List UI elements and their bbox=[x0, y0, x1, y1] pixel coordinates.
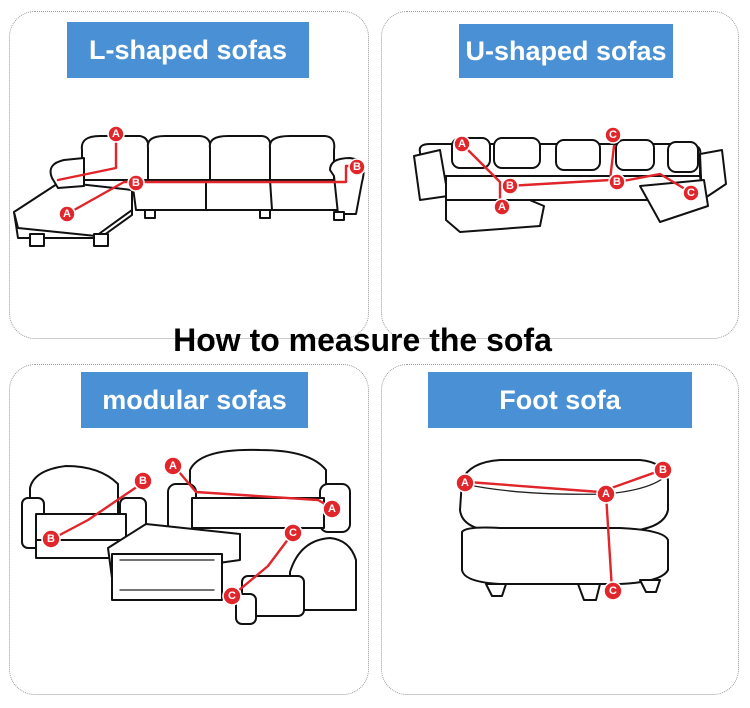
svg-text:B: B bbox=[506, 180, 514, 192]
svg-text:C: C bbox=[228, 590, 236, 602]
svg-text:C: C bbox=[289, 527, 297, 539]
marker-b-left: B bbox=[501, 177, 519, 195]
svg-text:C: C bbox=[609, 585, 617, 597]
svg-text:B: B bbox=[139, 475, 147, 487]
marker-b-seat: B bbox=[127, 174, 145, 192]
marker-a-right: A bbox=[322, 499, 342, 519]
marker-a-back: A bbox=[453, 135, 471, 153]
svg-text:A: A bbox=[602, 488, 610, 500]
svg-text:A: A bbox=[169, 460, 177, 472]
marker-b-arm: B bbox=[348, 158, 366, 176]
svg-text:B: B bbox=[353, 161, 361, 173]
marker-c-top: C bbox=[283, 523, 303, 543]
svg-text:A: A bbox=[112, 128, 120, 140]
marker-c: C bbox=[603, 581, 623, 601]
u-shaped-title: U-shaped sofas bbox=[459, 24, 673, 78]
svg-text:A: A bbox=[328, 503, 336, 515]
svg-text:A: A bbox=[458, 138, 466, 150]
l-shaped-title: L-shaped sofas bbox=[67, 22, 309, 78]
svg-text:A: A bbox=[63, 208, 71, 220]
svg-text:B: B bbox=[132, 177, 140, 189]
svg-text:B: B bbox=[47, 533, 55, 545]
svg-text:C: C bbox=[687, 187, 695, 199]
marker-c-top: C bbox=[604, 126, 622, 144]
main-title: How to measure the sofa bbox=[173, 322, 552, 358]
marker-b-right: B bbox=[608, 173, 626, 191]
svg-text:A: A bbox=[461, 477, 469, 489]
modular-title: modular sofas bbox=[81, 372, 308, 428]
svg-text:A: A bbox=[498, 201, 506, 213]
svg-text:B: B bbox=[659, 464, 667, 476]
marker-c-bottom: C bbox=[222, 586, 242, 606]
marker-c-right: C bbox=[682, 184, 700, 202]
svg-text:B: B bbox=[613, 176, 621, 188]
marker-a-chaise: A bbox=[493, 198, 511, 216]
marker-a-chaise: A bbox=[58, 205, 76, 223]
marker-a-top: A bbox=[107, 125, 125, 143]
marker-b-bottom: B bbox=[41, 529, 61, 549]
marker-b: B bbox=[653, 460, 673, 480]
marker-b-top: B bbox=[133, 471, 153, 491]
marker-a-left: A bbox=[455, 473, 475, 493]
marker-a-left: A bbox=[163, 456, 183, 476]
foot-sofa-title: Foot sofa bbox=[428, 372, 692, 428]
marker-a-right: A bbox=[596, 484, 616, 504]
svg-text:C: C bbox=[609, 129, 617, 141]
